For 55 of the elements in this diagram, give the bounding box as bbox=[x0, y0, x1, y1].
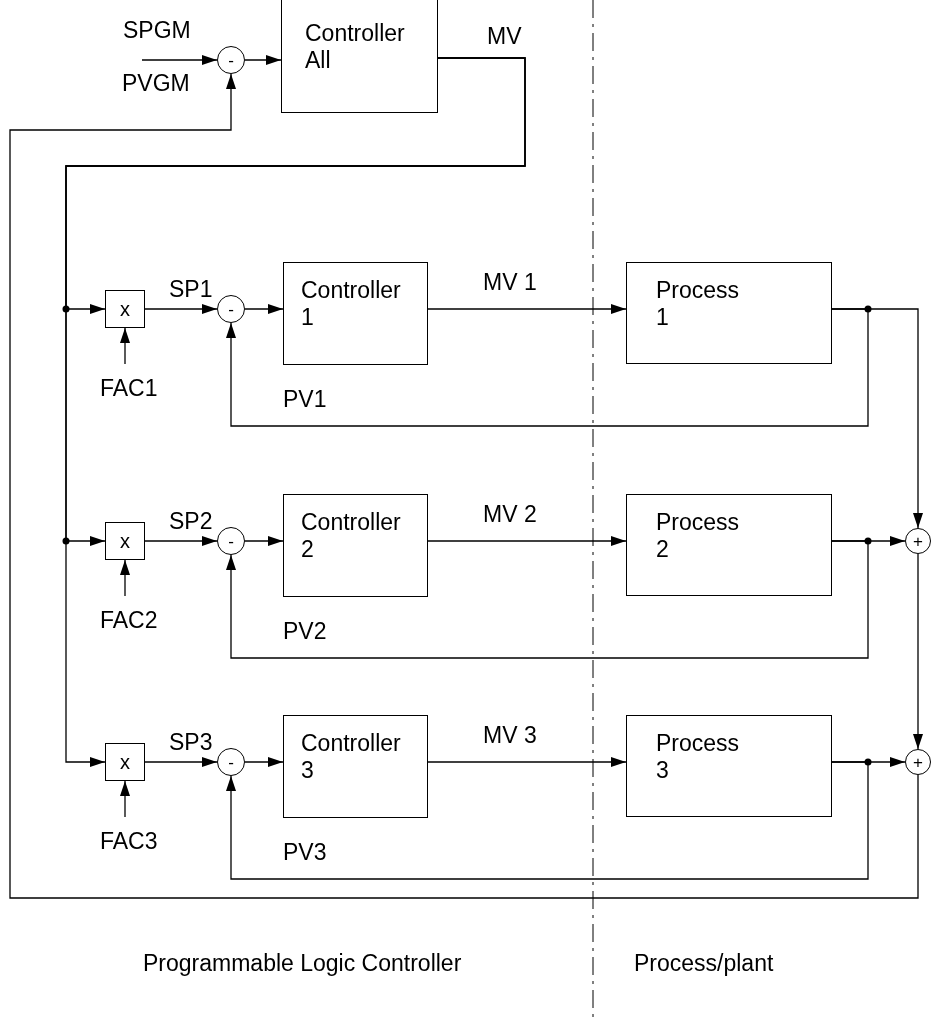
summing-junction bbox=[217, 527, 245, 555]
signal-arrow bbox=[427, 757, 627, 767]
signal-arrow bbox=[120, 780, 130, 818]
region-label: Programmable Logic Controller bbox=[143, 952, 462, 975]
summing-junction bbox=[217, 46, 245, 74]
signal-arrow bbox=[9, 73, 919, 899]
process-block bbox=[626, 715, 832, 817]
block-label: Process 1 bbox=[656, 277, 741, 331]
process-block bbox=[626, 262, 832, 364]
block-label: x bbox=[120, 752, 130, 772]
block-label: Controller 2 bbox=[301, 509, 402, 563]
signal-arrow bbox=[427, 304, 627, 314]
block-label: Process 2 bbox=[656, 509, 741, 563]
multiplier-block bbox=[105, 290, 145, 328]
signal-arrow bbox=[244, 304, 284, 314]
multiplier-block bbox=[105, 522, 145, 560]
block-label: + bbox=[913, 753, 923, 771]
summing-junction bbox=[905, 749, 931, 775]
summing-junction bbox=[217, 748, 245, 776]
block-label: - bbox=[228, 532, 234, 550]
controller-block bbox=[283, 494, 428, 597]
controller-block bbox=[281, 0, 438, 113]
block-label: Controller All bbox=[305, 20, 406, 74]
block-label: - bbox=[228, 51, 234, 69]
signal-arrow bbox=[427, 536, 627, 546]
signal-arrow bbox=[244, 757, 284, 767]
summing-junction bbox=[905, 528, 931, 554]
signal-arrow bbox=[244, 55, 282, 65]
signal-arrow bbox=[144, 536, 218, 546]
block-label: - bbox=[228, 753, 234, 771]
block-label: Controller 3 bbox=[301, 730, 402, 784]
block-label: + bbox=[913, 532, 923, 550]
signal-arrow bbox=[120, 559, 130, 597]
multiplier-block bbox=[105, 743, 145, 781]
block-label: x bbox=[120, 531, 130, 551]
block-label: Process 3 bbox=[656, 730, 741, 784]
signal-arrow bbox=[144, 757, 218, 767]
signal-arrow bbox=[144, 304, 218, 314]
signal-arrow bbox=[831, 536, 906, 546]
signal-arrow bbox=[244, 536, 284, 546]
signal-arrow bbox=[120, 327, 130, 365]
block-label: Controller 1 bbox=[301, 277, 402, 331]
summing-junction bbox=[217, 295, 245, 323]
signal-arrow bbox=[141, 55, 218, 65]
block-label: x bbox=[120, 299, 130, 319]
process-block bbox=[626, 494, 832, 596]
signal-arrow bbox=[831, 757, 906, 767]
signal-arrow bbox=[913, 553, 923, 750]
signal-arrow bbox=[65, 57, 526, 767]
region-label: PVGM bbox=[122, 72, 190, 95]
controller-block bbox=[283, 262, 428, 365]
block-label: - bbox=[228, 300, 234, 318]
signal-arrow bbox=[831, 308, 923, 529]
controller-block bbox=[283, 715, 428, 818]
region-label: Process/plant bbox=[634, 952, 774, 975]
